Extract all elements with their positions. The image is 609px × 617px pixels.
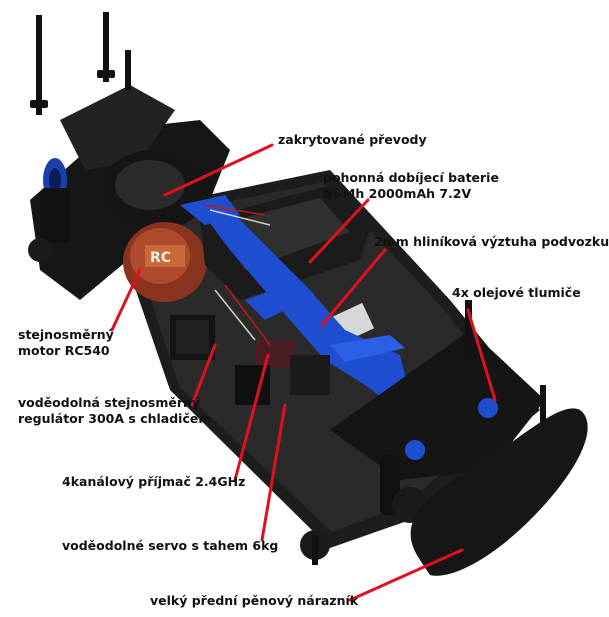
label-regulator-line1: voděodolná stejnosměrný [18, 395, 201, 410]
label-battery-line1: pohonná dobíjecí baterie [323, 170, 499, 185]
label-shocks: 4x olejové tlumiče [452, 285, 581, 300]
label-bumper: velký přední pěnový nárazník [150, 593, 359, 608]
front-bumper [410, 408, 588, 576]
pointer-gears [163, 143, 274, 197]
label-chassis-brace: 2mm hliníková výztuha podvozku [374, 234, 609, 249]
label-battery-line2: Ni-Mh 2000mAh 7.2V [323, 186, 472, 201]
front-suspension [300, 300, 546, 565]
pointer-shocks [466, 308, 497, 402]
label-regulator: voděodolná stejnosměrný regulátor 300A s… [18, 395, 211, 427]
label-regulator-line2: regulátor 300A s chladičem [18, 411, 212, 426]
aluminium-brace [180, 195, 410, 400]
pointer-battery [308, 198, 370, 264]
label-battery: pohonná dobíjecí baterie Ni-Mh 2000mAh 7… [323, 170, 499, 202]
label-receiver: 4kanálový příjmač 2.4GHz [62, 474, 246, 489]
label-gears: zakrytované převody [278, 132, 427, 147]
pointer-servo [260, 403, 287, 542]
svg-text:RC: RC [150, 250, 171, 266]
label-servo: voděodolné servo s tahem 6kg [62, 538, 279, 553]
pointer-brace [320, 248, 387, 327]
motor: RC [123, 222, 207, 302]
pointer-receiver [233, 353, 270, 482]
pointer-motor [110, 268, 142, 332]
pointer-lines [110, 143, 497, 602]
label-motor: stejnosměrný motor RC540 [18, 327, 114, 359]
label-motor-line2: motor RC540 [18, 343, 110, 358]
gearbox-cover [100, 150, 210, 230]
pointer-bumper [348, 548, 464, 602]
pointer-regulator [190, 343, 217, 407]
electronics [170, 204, 330, 405]
label-motor-line1: stejnosměrný [18, 327, 114, 342]
